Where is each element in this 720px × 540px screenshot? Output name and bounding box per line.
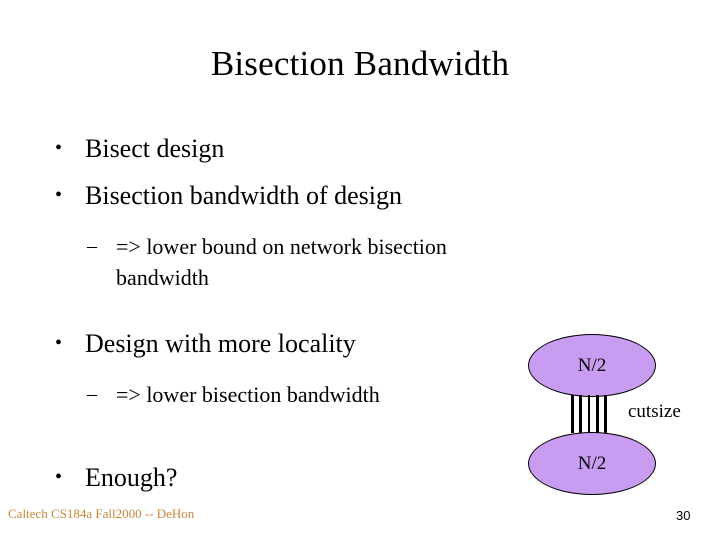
page-title: Bisection Bandwidth (210, 44, 510, 83)
node-ellipse-top: N/2 (528, 334, 656, 397)
bullet-item-design-with-more-locality: • Design with more locality (0, 327, 540, 360)
cut-edge-line (587, 395, 591, 433)
cutsize-label: cutsize (628, 401, 681, 422)
spacer (0, 410, 540, 461)
node-ellipse-bottom: N/2 (528, 432, 656, 495)
sub-bullet-text: => lower bound on network bisection band… (116, 234, 447, 290)
bullet-item-bisect-design: • Bisect design (0, 132, 540, 165)
bullet-text: Enough? (85, 463, 178, 492)
spacer (0, 293, 540, 327)
bullet-item-bisection-bandwidth-of-design: • Bisection bandwidth of design (0, 179, 540, 212)
cut-edge-line (571, 395, 574, 433)
bullet-marker-icon: • (55, 466, 63, 488)
bullet-text: Bisect design (85, 134, 225, 163)
sub-bullet-item-lower-bisection-bandwidth: – => lower bisection bandwidth (0, 379, 540, 410)
bullet-list: • Bisect design • Bisection bandwidth of… (0, 132, 540, 494)
sub-bullet-item-lower-bound: – => lower bound on network bisection ba… (0, 231, 540, 293)
bullet-item-enough: • Enough? (0, 461, 540, 494)
footer-credit: Caltech CS184a Fall2000 -- DeHon (8, 506, 195, 521)
spacer (0, 212, 540, 231)
spacer (0, 360, 540, 379)
bullet-marker-icon: • (55, 184, 63, 206)
bullet-text: Bisection bandwidth of design (85, 181, 403, 210)
bisection-diagram: N/2 cutsize N/2 (500, 325, 720, 510)
cut-edge-line (596, 395, 599, 433)
dash-marker-icon: – (87, 383, 97, 405)
bullet-marker-icon: • (55, 137, 63, 159)
node-label: N/2 (577, 452, 607, 474)
cut-edge-line (604, 395, 607, 433)
spacer (0, 165, 540, 179)
cut-edge-line (579, 395, 582, 433)
bullet-text: Design with more locality (85, 329, 356, 358)
dash-marker-icon: – (87, 235, 97, 257)
page-number: 30 (676, 508, 691, 523)
node-label: N/2 (577, 354, 607, 376)
cut-edges-icon (571, 395, 607, 433)
sub-bullet-text: => lower bisection bandwidth (116, 382, 380, 407)
bullet-marker-icon: • (55, 332, 63, 354)
